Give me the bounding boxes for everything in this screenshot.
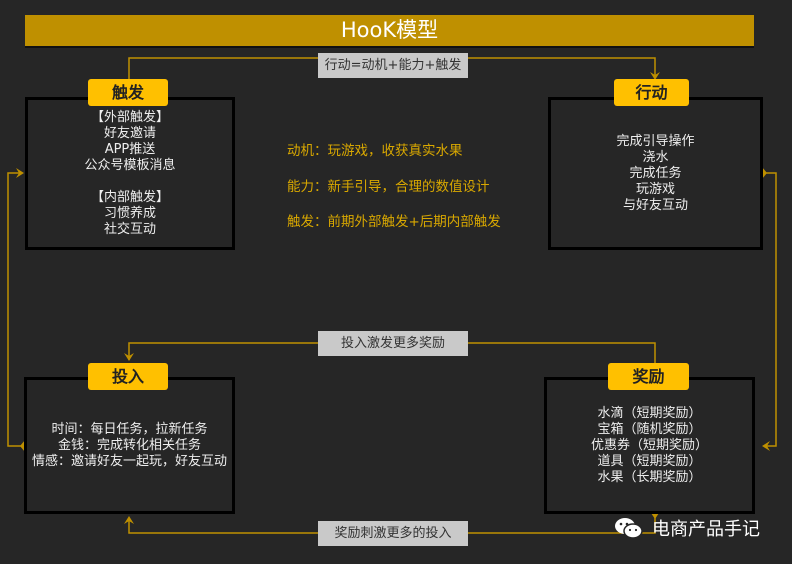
arrow-head: [124, 353, 134, 361]
list-item: 金钱：完成转化相关任务: [57, 437, 201, 453]
list-item: 水滴（短期奖励）: [597, 405, 702, 421]
bottom-connector-label: 奖励刺激更多的投入: [318, 521, 468, 546]
trigger-box: 【外部触发】 好友邀请 APP推送 公众号模板消息 【内部触发】 习惯养成 社交…: [25, 97, 235, 250]
left-connector-line: [7, 172, 25, 447]
ability-note: 能力：新手引导，合理的数值设计: [287, 179, 490, 195]
right-connector-line: [762, 172, 777, 447]
list-item: APP推送: [104, 141, 156, 157]
external-trigger-header: 【外部触发】: [90, 109, 169, 125]
reward-box: 水滴（短期奖励） 宝箱（随机奖励） 优惠券（短期奖励） 道具（短期奖励） 水果（…: [544, 377, 755, 514]
list-item: 习惯养成: [103, 205, 156, 221]
trigger-tag: 触发: [88, 79, 168, 106]
arrow-head: [650, 72, 660, 80]
list-item: 优惠券（短期奖励）: [590, 437, 708, 453]
list-item: 浇水: [642, 149, 669, 165]
list-item: 宝箱（随机奖励）: [597, 421, 702, 437]
middle-connector-label: 投入激发更多奖励: [318, 331, 468, 356]
motivation-note: 动机：玩游戏，收获真实水果: [287, 143, 463, 159]
watermark-text: 电商产品手记: [652, 519, 760, 540]
investment-tag: 投入: [88, 363, 168, 390]
wechat-icon: [615, 518, 643, 539]
investment-box: 时间：每日任务，拉新任务 金钱：完成转化相关任务 情感：邀请好友一起玩，好友互动: [24, 377, 235, 514]
top-connector-label: 行动=动机+能力+触发: [318, 53, 468, 78]
list-item: 好友邀请: [103, 125, 156, 141]
list-item: 完成任务: [629, 165, 682, 181]
list-item: 玩游戏: [635, 181, 675, 197]
list-item: 与好友互动: [622, 197, 688, 213]
page-title: HooK模型: [25, 15, 754, 46]
list-item: 公众号模板消息: [84, 157, 176, 173]
action-box: 完成引导操作 浇水 完成任务 玩游戏 与好友互动: [548, 97, 763, 250]
arrow-head: [124, 516, 134, 524]
list-item: 水果（长期奖励）: [597, 469, 702, 485]
reward-tag: 奖励: [608, 363, 689, 390]
trigger-note: 触发：前期外部触发+后期内部触发: [287, 214, 501, 230]
list-item: 情感：邀请好友一起玩，好友互动: [31, 453, 227, 469]
arrow-head: [762, 441, 770, 451]
internal-trigger-header: 【内部触发】: [90, 189, 169, 205]
list-item: 道具（短期奖励）: [597, 453, 702, 469]
watermark: 电商产品手记: [614, 515, 760, 541]
arrow-head: [16, 168, 24, 178]
action-tag: 行动: [614, 79, 689, 106]
list-item: 社交互动: [103, 221, 156, 237]
list-item: 时间：每日任务，拉新任务: [51, 421, 208, 437]
list-item: 完成引导操作: [616, 133, 695, 149]
